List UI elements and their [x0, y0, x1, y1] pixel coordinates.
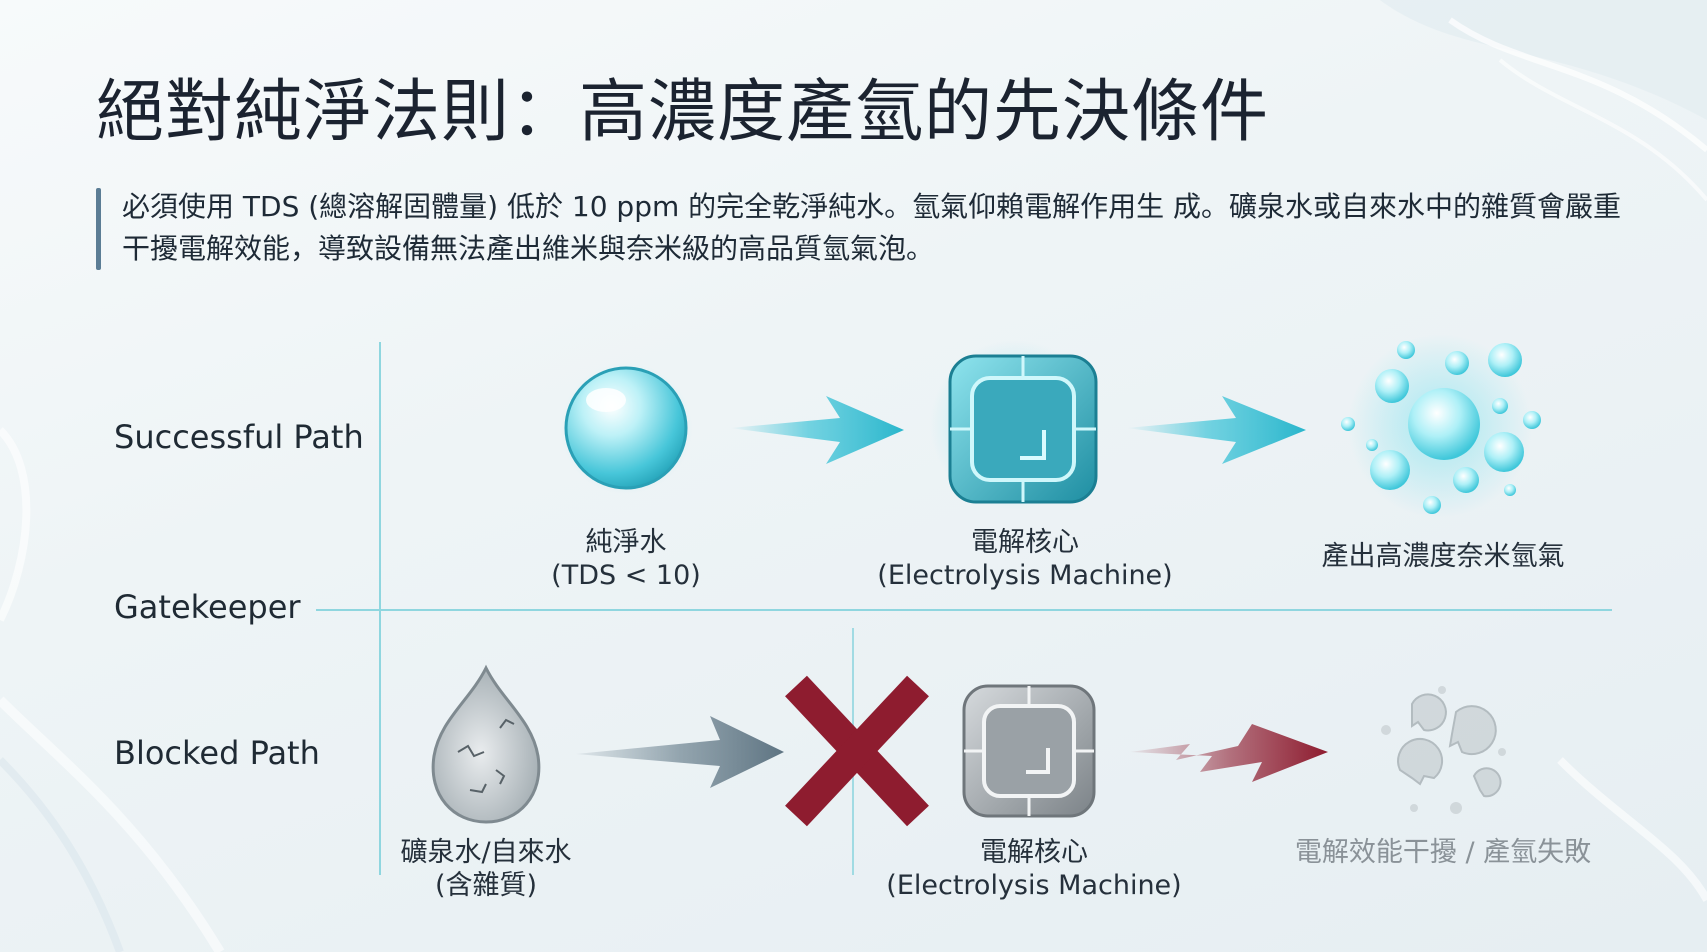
arrow-right-icon — [730, 396, 904, 464]
water-sphere-icon — [560, 362, 692, 494]
description-accent-bar — [96, 188, 101, 270]
row-label-gatekeeper: Gatekeeper — [114, 588, 301, 626]
arrow-right-icon — [1126, 396, 1306, 464]
label-machine-success-line2: (Electrolysis Machine) — [877, 560, 1173, 591]
description-text: 必須使用 TDS (總溶解固體量) 低於 10 ppm 的完全乾淨純水。氫氣仰賴… — [122, 190, 1622, 265]
row-label-successful: Successful Path — [114, 418, 364, 456]
label-impure-water: 礦泉水/自來水 (含雜質) — [400, 836, 571, 902]
broken-bubbles-icon — [1381, 686, 1506, 814]
label-machine-success: 電解核心 (Electrolysis Machine) — [877, 526, 1172, 592]
arrow-right-gray-icon — [576, 716, 784, 788]
label-machine-blocked-line2: (Electrolysis Machine) — [886, 870, 1182, 901]
label-machine-blocked: 電解核心 (Electrolysis Machine) — [886, 836, 1181, 902]
electrolysis-core-gray-icon — [962, 684, 1096, 818]
hydrogen-bubbles-icon — [1341, 334, 1541, 518]
label-machine-blocked-line1: 電解核心 — [979, 837, 1088, 868]
label-pure-water-line1: 純淨水 — [585, 527, 667, 558]
label-impure-water-line1: 礦泉水/自來水 — [400, 837, 572, 868]
broken-arrow-red-icon — [1130, 724, 1328, 782]
label-output-blocked-line1: 電解效能干擾 / 產氫失敗 — [1294, 837, 1592, 868]
impure-water-drop-icon — [431, 664, 541, 824]
label-output-blocked: 電解效能干擾 / 產氫失敗 — [1295, 836, 1591, 869]
page-title: 絕對純淨法則：高濃度產氫的先決條件 — [96, 73, 1270, 152]
row-label-blocked: Blocked Path — [114, 734, 320, 772]
red-x-icon — [785, 675, 929, 827]
label-pure-water: 純淨水 (TDS < 10) — [551, 526, 701, 592]
electrolysis-core-icon — [930, 340, 1100, 510]
label-output-success: 產出高濃度奈米氫氣 — [1322, 540, 1565, 573]
label-impure-water-line2: (含雜質) — [434, 870, 538, 901]
label-machine-success-line1: 電解核心 — [970, 527, 1079, 558]
label-pure-water-line2: (TDS < 10) — [551, 560, 701, 591]
label-output-success-line1: 產出高濃度奈米氫氣 — [1321, 541, 1565, 572]
